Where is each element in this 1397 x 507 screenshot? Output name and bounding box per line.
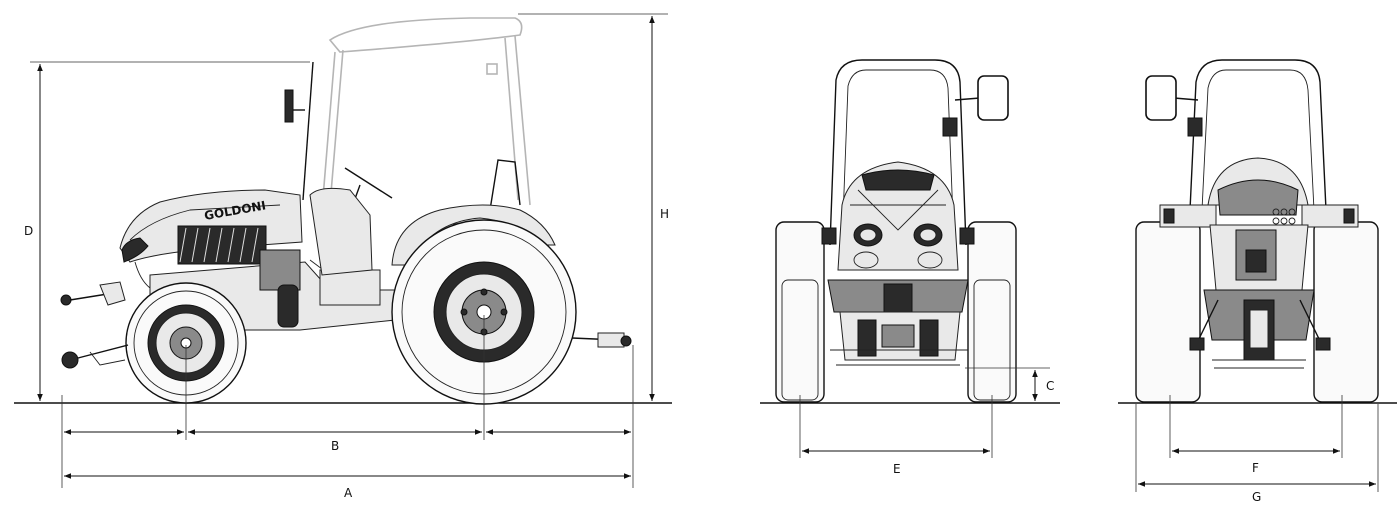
- front-roll-bar: [829, 59, 967, 246]
- rear-right-tire: [1313, 221, 1379, 403]
- label-d: D: [24, 224, 33, 238]
- dimension-e: E: [799, 395, 993, 476]
- rear-left-tire: [1135, 221, 1201, 403]
- front-hitch: [60, 281, 129, 369]
- dimension-g: G: [1135, 404, 1379, 504]
- front-right-tire: [967, 221, 1017, 403]
- dimension-b: B: [64, 429, 631, 453]
- dimension-c: C: [965, 367, 1054, 401]
- front-view: [775, 59, 1017, 403]
- rear-wheel: [391, 219, 577, 405]
- rear-mirror: [1145, 75, 1203, 137]
- steering-wheel: [344, 167, 393, 199]
- dimension-h: H: [518, 13, 669, 401]
- hood-grille: [177, 225, 267, 265]
- rear-view: [1135, 59, 1379, 403]
- label-f: F: [1252, 461, 1259, 475]
- side-view: GOLDONI: [60, 17, 632, 405]
- label-a: A: [344, 486, 353, 500]
- front-wheel: [125, 282, 247, 404]
- rear-drawbar: [571, 332, 632, 348]
- label-h: H: [660, 207, 669, 221]
- label-b: B: [331, 439, 339, 453]
- label-g: G: [1252, 490, 1261, 503]
- dimension-a: A: [64, 473, 631, 500]
- roll-bar: [302, 61, 314, 201]
- rear-fenders: [1159, 157, 1359, 228]
- dimension-f: F: [1169, 395, 1343, 475]
- three-point-hitch: [1189, 299, 1331, 369]
- label-c: C: [1046, 379, 1054, 393]
- dimension-d: D: [24, 61, 310, 401]
- front-left-tire: [775, 221, 825, 403]
- cab-frame: [321, 17, 531, 211]
- front-mirror: [942, 75, 1009, 137]
- label-e: E: [893, 462, 901, 476]
- mirror-mount: [284, 89, 294, 123]
- rear-fender: [391, 204, 556, 266]
- rear-roll-bar: [1189, 59, 1327, 211]
